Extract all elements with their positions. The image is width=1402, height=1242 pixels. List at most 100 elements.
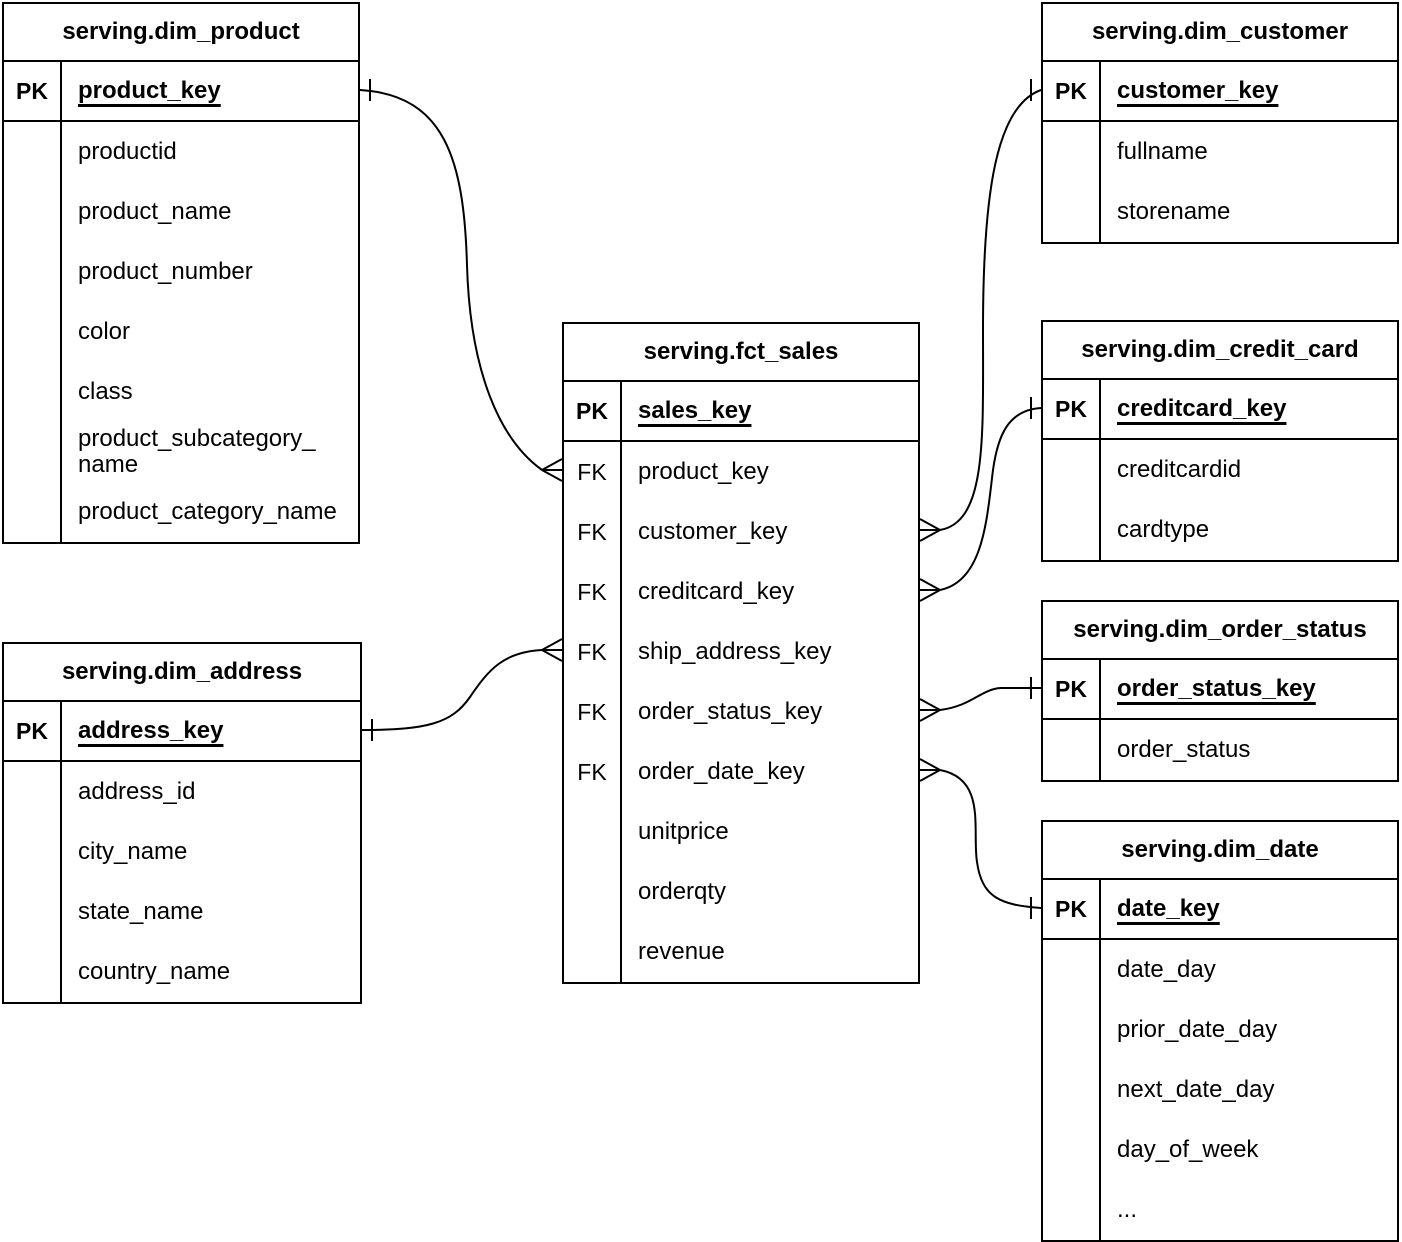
field-name: creditcard_key <box>638 578 795 605</box>
field-row: city_name <box>62 822 360 882</box>
field-column: order_status <box>1101 720 1397 780</box>
relation-line <box>939 407 1042 591</box>
pk-label: PK <box>1043 880 1101 938</box>
table-title: serving.dim_product <box>4 4 358 62</box>
field-row: product_name <box>62 182 358 242</box>
key-tag <box>4 242 60 302</box>
field-row: ship_address_key <box>622 622 918 682</box>
table-title: serving.fct_sales <box>564 324 918 382</box>
field-name: color <box>78 318 131 345</box>
key-tag <box>564 922 620 982</box>
pk-label: PK <box>4 62 62 120</box>
table-title: serving.dim_credit_card <box>1043 322 1397 380</box>
field-row: ... <box>1101 1180 1397 1240</box>
many-crow-foot-marker <box>919 578 941 602</box>
field-name: product_name <box>78 198 232 225</box>
pk-row: PK order_status_key <box>1043 660 1397 720</box>
pk-field-name: date_key <box>1117 895 1220 922</box>
many-crow-foot-marker <box>919 698 941 722</box>
relation-line <box>359 89 543 471</box>
pk-label: PK <box>4 702 62 760</box>
key-tag <box>4 422 60 482</box>
relation-line <box>939 687 1041 711</box>
field-name: prior_date_day <box>1117 1016 1278 1043</box>
relation-dim-address-to-fct-sales <box>361 638 563 741</box>
key-tag: FK <box>577 638 607 665</box>
key-tag-column <box>4 762 62 1002</box>
field-name: unitprice <box>638 818 729 845</box>
many-crow-foot-marker <box>919 518 941 542</box>
pk-row: PK creditcard_key <box>1043 380 1397 440</box>
field-row: product_key <box>622 442 918 502</box>
pk-field-name: creditcard_key <box>1117 395 1287 422</box>
key-tag <box>4 362 60 422</box>
table-body: order_status <box>1043 720 1397 780</box>
many-crow-foot-marker <box>541 638 563 662</box>
key-tag <box>4 822 60 882</box>
field-row: day_of_week <box>1101 1120 1397 1180</box>
field-name: class <box>78 378 133 405</box>
pk-row: PK product_key <box>4 62 358 122</box>
many-crow-foot-marker <box>541 458 563 482</box>
key-tag <box>1043 940 1099 1000</box>
key-tag: FK <box>577 458 607 485</box>
pk-row: PK date_key <box>1043 880 1397 940</box>
field-name: date_day <box>1117 956 1216 983</box>
field-row: cardtype <box>1101 500 1397 560</box>
field-name: product_number <box>78 258 253 285</box>
field-row: creditcard_key <box>622 562 918 622</box>
relation-fct-sales-to-dim-date <box>919 758 1042 919</box>
field-row: unitprice <box>622 802 918 862</box>
field-name: city_name <box>78 838 188 865</box>
field-row: product_number <box>62 242 358 302</box>
key-tag-column <box>1043 440 1101 560</box>
table-body: fullname storename <box>1043 122 1397 242</box>
field-row: storename <box>1101 182 1397 242</box>
key-tag <box>1043 1180 1099 1240</box>
field-row: country_name <box>62 942 360 1002</box>
pk-field-name: order_status_key <box>1117 675 1316 702</box>
table-title: serving.dim_customer <box>1043 4 1397 62</box>
field-row: product_category_name <box>62 482 358 542</box>
key-tag: FK <box>577 758 607 785</box>
field-name: country_name <box>78 958 231 985</box>
field-name: cardtype <box>1117 516 1210 543</box>
key-tag <box>4 122 60 182</box>
field-column: date_day prior_date_day next_date_day day_o… <box>1101 940 1397 1240</box>
relation-line <box>361 649 543 731</box>
field-row: color <box>62 302 358 362</box>
key-tag <box>1043 182 1099 242</box>
field-row: revenue <box>622 922 918 982</box>
field-row: address_id <box>62 762 360 822</box>
key-tag <box>4 302 60 362</box>
key-tag <box>564 862 620 922</box>
key-tag: FK <box>577 578 607 605</box>
key-tag <box>1043 1120 1099 1180</box>
table-title: serving.dim_order_status <box>1043 602 1397 660</box>
field-name: next_date_day <box>1117 1076 1275 1103</box>
field-row: fullname <box>1101 122 1397 182</box>
table-dim-product: serving.dim_product PK product_key produ… <box>2 2 360 544</box>
field-name: order_status <box>1117 736 1251 763</box>
field-row: next_date_day <box>1101 1060 1397 1120</box>
field-row: date_day <box>1101 940 1397 1000</box>
field-name: order_date_key <box>638 758 805 785</box>
table-dim-order-status: serving.dim_order_status PK order_status… <box>1041 600 1399 782</box>
field-row: product_subcategory_name <box>62 422 358 482</box>
field-name: order_status_key <box>638 698 823 725</box>
field-name: storename <box>1117 198 1231 225</box>
key-tag <box>4 762 60 822</box>
field-name: fullname <box>1117 138 1208 165</box>
key-tag <box>1043 500 1099 560</box>
key-tag <box>1043 720 1099 780</box>
key-tag <box>4 482 60 542</box>
field-name: ... <box>1117 1196 1138 1223</box>
field-name: address_id <box>78 778 196 805</box>
key-tag <box>1043 1000 1099 1060</box>
